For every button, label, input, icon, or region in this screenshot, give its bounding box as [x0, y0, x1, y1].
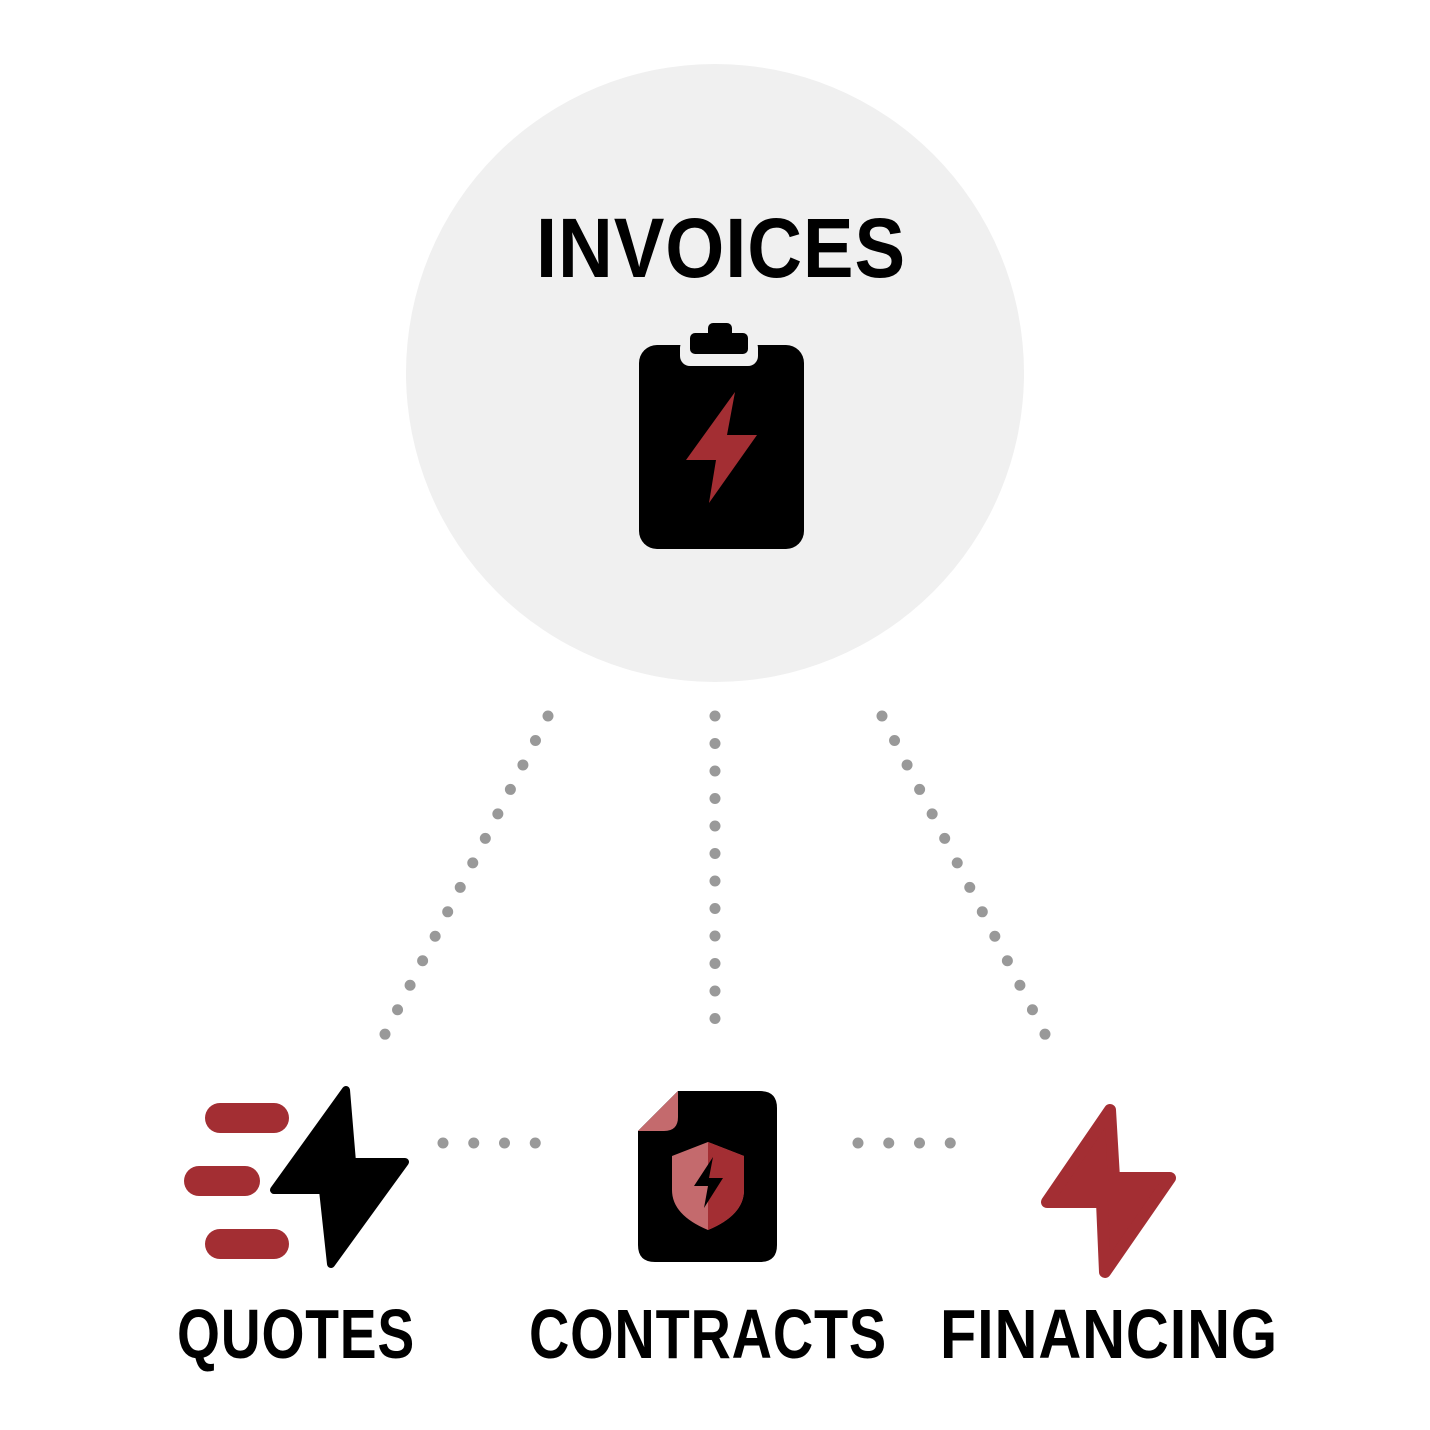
node-label-contracts: CONTRACTS	[529, 1295, 887, 1373]
bolt-icon	[1041, 1104, 1176, 1278]
connector-hub-financing	[876, 710, 1055, 1048]
speed-bolt-icon	[184, 1086, 409, 1268]
clipboard-bolt-icon	[639, 323, 804, 549]
connector-hub-quotes	[375, 710, 554, 1048]
node-label-financing: FINANCING	[940, 1295, 1278, 1373]
hub-label: INVOICES	[536, 201, 906, 295]
node-label-quotes: QUOTES	[177, 1295, 415, 1373]
shield-document-icon	[638, 1091, 777, 1262]
